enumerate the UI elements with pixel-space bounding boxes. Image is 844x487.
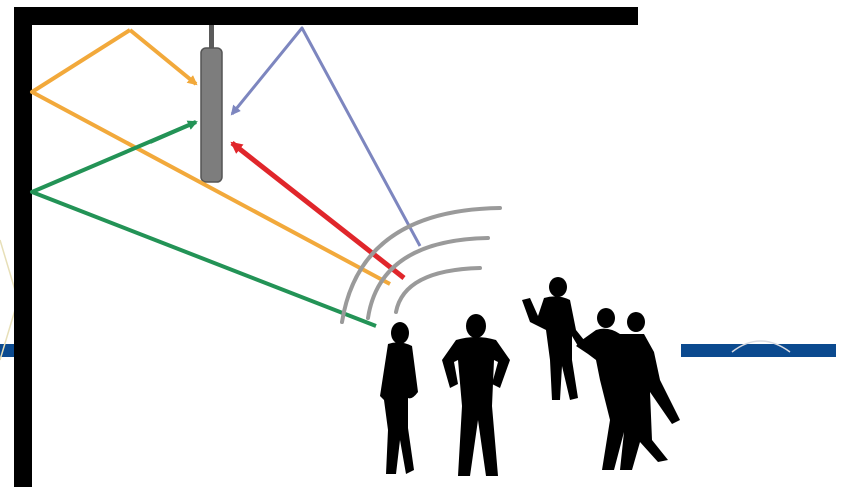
sound-wave-arc-inner — [396, 268, 480, 312]
ceiling-mounted-microphone-icon — [201, 48, 222, 182]
crowd-silhouette-icon — [380, 277, 680, 476]
ceiling-wall — [14, 7, 638, 25]
sound-wave-icon — [342, 208, 500, 322]
silhouette-woman — [380, 322, 418, 474]
silhouette-man — [442, 314, 510, 476]
silhouette-dancing-couple — [576, 308, 680, 470]
microphone-mount — [209, 25, 214, 51]
reflection-path-orange-to-mic — [130, 30, 196, 84]
silhouette-person-drinking — [522, 277, 584, 400]
left-wall — [14, 7, 32, 487]
reflection-path-green-arrow — [150, 122, 196, 142]
direct-path-red — [232, 143, 404, 278]
sound-wave-arc-outer — [342, 208, 500, 322]
right-side-bar — [681, 344, 836, 357]
